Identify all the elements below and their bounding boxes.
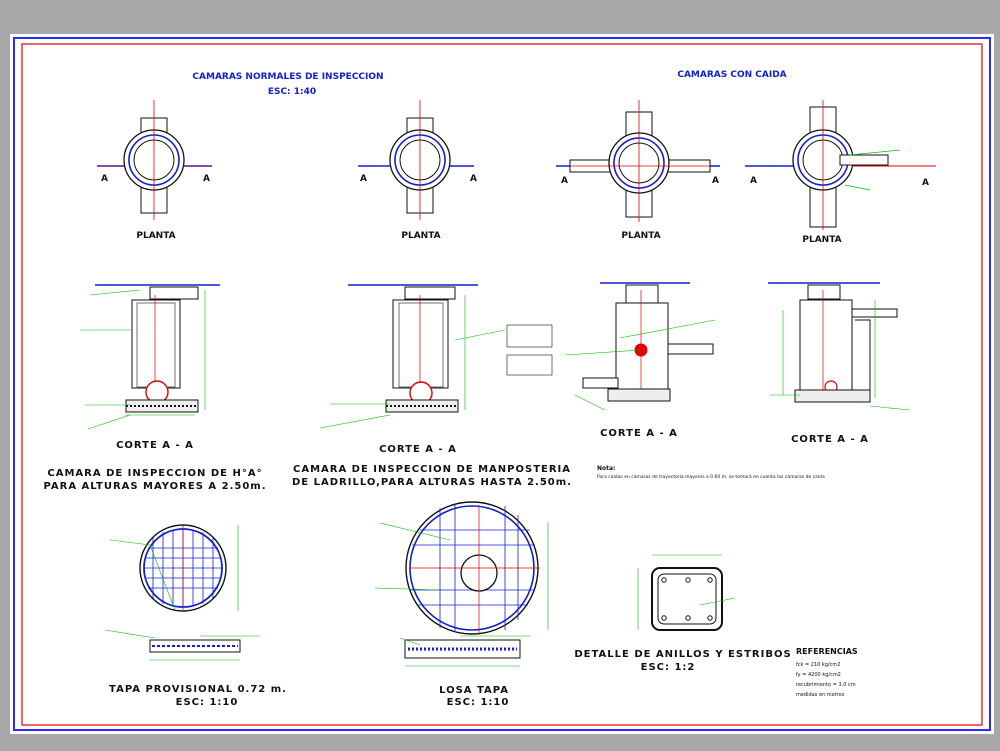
section-view-1: CORTE A - A xyxy=(80,284,220,451)
plan-4-label: PLANTA xyxy=(802,235,841,245)
note-text: Para caídas en cámaras de trayectoria ma… xyxy=(597,473,825,480)
outer-frame xyxy=(13,37,991,731)
references-line-3: recubrimiento = 3.0 cm xyxy=(796,682,856,688)
losa-tapa-detail: LOSA TAPA ESC: 1:10 xyxy=(374,501,549,708)
plan-view-2: A A PLANTA xyxy=(358,100,477,241)
plan-view-4: A A PLANTA xyxy=(745,100,936,245)
plan-1-left-mark: A xyxy=(101,174,108,184)
tapa-scale: ESC: 1:10 xyxy=(176,697,239,708)
normal-chambers-title: CAMARAS NORMALES DE INSPECCION xyxy=(192,72,383,82)
references-line-2: fy = 4200 kg/cm2 xyxy=(796,672,841,678)
plan-3-right-mark: A xyxy=(712,176,719,186)
plan-2-left-mark: A xyxy=(360,174,367,184)
anillos-title: DETALLE DE ANILLOS Y ESTRIBOS xyxy=(574,649,791,660)
section-3-label: CORTE A - A xyxy=(600,428,678,439)
plan-1-label: PLANTA xyxy=(136,231,175,241)
references-title: REFERENCIAS xyxy=(796,647,858,656)
inner-frame xyxy=(21,43,983,726)
losa-scale: ESC: 1:10 xyxy=(447,697,510,708)
normal-chambers-scale: ESC: 1:40 xyxy=(268,87,316,97)
plan-3-label: PLANTA xyxy=(621,231,660,241)
plan-4-left-mark: A xyxy=(750,176,757,186)
plan-view-1: A A PLANTA xyxy=(97,100,212,241)
losa-title: LOSA TAPA xyxy=(439,685,509,696)
section-view-2: CORTE A - A xyxy=(319,284,553,455)
references-line-4: medidas en metros xyxy=(796,692,845,698)
tapa-title: TAPA PROVISIONAL 0.72 m. xyxy=(109,684,287,695)
masonry-chamber-title-1: CAMARA DE INSPECCION DE MANPOSTERIA xyxy=(293,464,571,475)
section-4-label: CORTE A - A xyxy=(791,434,869,445)
drop-chambers-title: CAMARAS CON CAIDA xyxy=(677,70,786,80)
section-view-3: CORTE A - A xyxy=(564,282,716,439)
section-1-label: CORTE A - A xyxy=(116,440,194,451)
plan-2-label: PLANTA xyxy=(401,231,440,241)
masonry-chamber-title-2: DE LADRILLO,PARA ALTURAS HASTA 2.50m. xyxy=(292,477,572,488)
references-line-1: fck = 210 kg/cm2 xyxy=(796,662,840,668)
section-view-4: CORTE A - A xyxy=(768,282,911,445)
concrete-chamber-title-1: CAMARA DE INSPECCION DE H°A° xyxy=(47,468,262,479)
anillos-estribos-detail: DETALLE DE ANILLOS Y ESTRIBOS ESC: 1:2 xyxy=(574,554,791,673)
plan-view-3: A A PLANTA xyxy=(556,100,720,241)
plan-1-right-mark: A xyxy=(203,174,210,184)
anillos-scale: ESC: 1:2 xyxy=(641,662,696,673)
note-title: Nota: xyxy=(597,465,615,472)
section-2-label: CORTE A - A xyxy=(379,444,457,455)
plan-4-right-mark: A xyxy=(922,178,929,188)
plan-3-left-mark: A xyxy=(561,176,568,186)
plan-2-right-mark: A xyxy=(470,174,477,184)
tapa-provisional-detail: TAPA PROVISIONAL 0.72 m. ESC: 1:10 xyxy=(104,524,287,708)
concrete-chamber-title-2: PARA ALTURAS MAYORES A 2.50m. xyxy=(43,481,266,492)
